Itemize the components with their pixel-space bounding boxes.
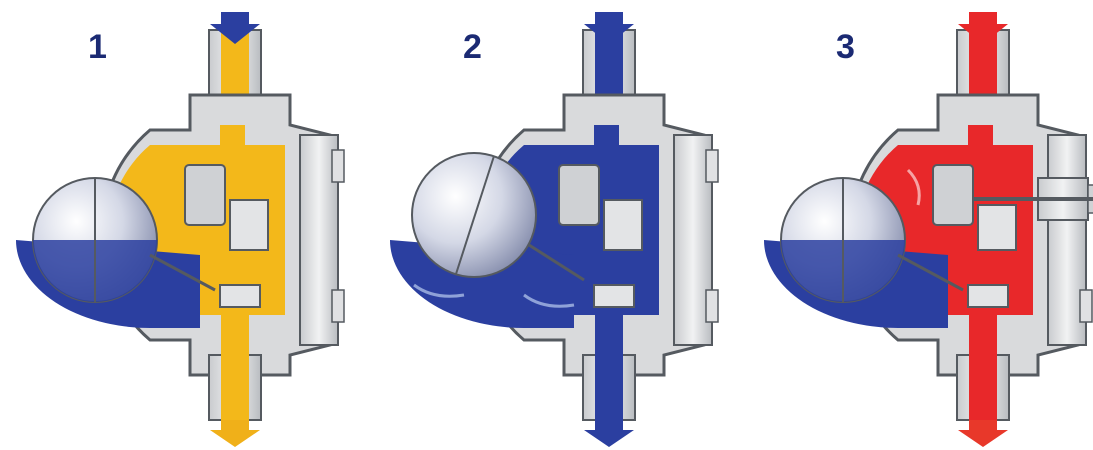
cover-bolt-bottom (1080, 290, 1092, 322)
outlet-flow (969, 310, 997, 425)
valve-seat (978, 205, 1016, 250)
cover-bolt-bottom (332, 290, 344, 322)
cover-bolt-bottom (706, 290, 718, 322)
outlet-arrow (584, 420, 634, 447)
valve-seat (230, 200, 268, 250)
main-valve (968, 285, 1008, 307)
panel-3 (764, 12, 1093, 447)
cover-bolt-top (332, 150, 344, 182)
panel-2 (390, 12, 718, 447)
main-valve (594, 285, 634, 307)
step-1-label: 1 (88, 28, 107, 67)
step-3-label: 3 (836, 28, 855, 67)
step-2-label: 2 (463, 28, 482, 67)
thermostatic-element (933, 165, 973, 225)
thermostatic-element (185, 165, 225, 225)
valve-seat (604, 200, 642, 250)
main-valve (220, 285, 260, 307)
outlet-arrow (210, 420, 260, 447)
outlet-flow (221, 310, 249, 425)
outlet-flow (595, 310, 623, 425)
panel-1 (16, 12, 344, 447)
thermostatic-element (559, 165, 599, 225)
cover-bolt-top (706, 150, 718, 182)
outlet-arrow (958, 420, 1008, 447)
